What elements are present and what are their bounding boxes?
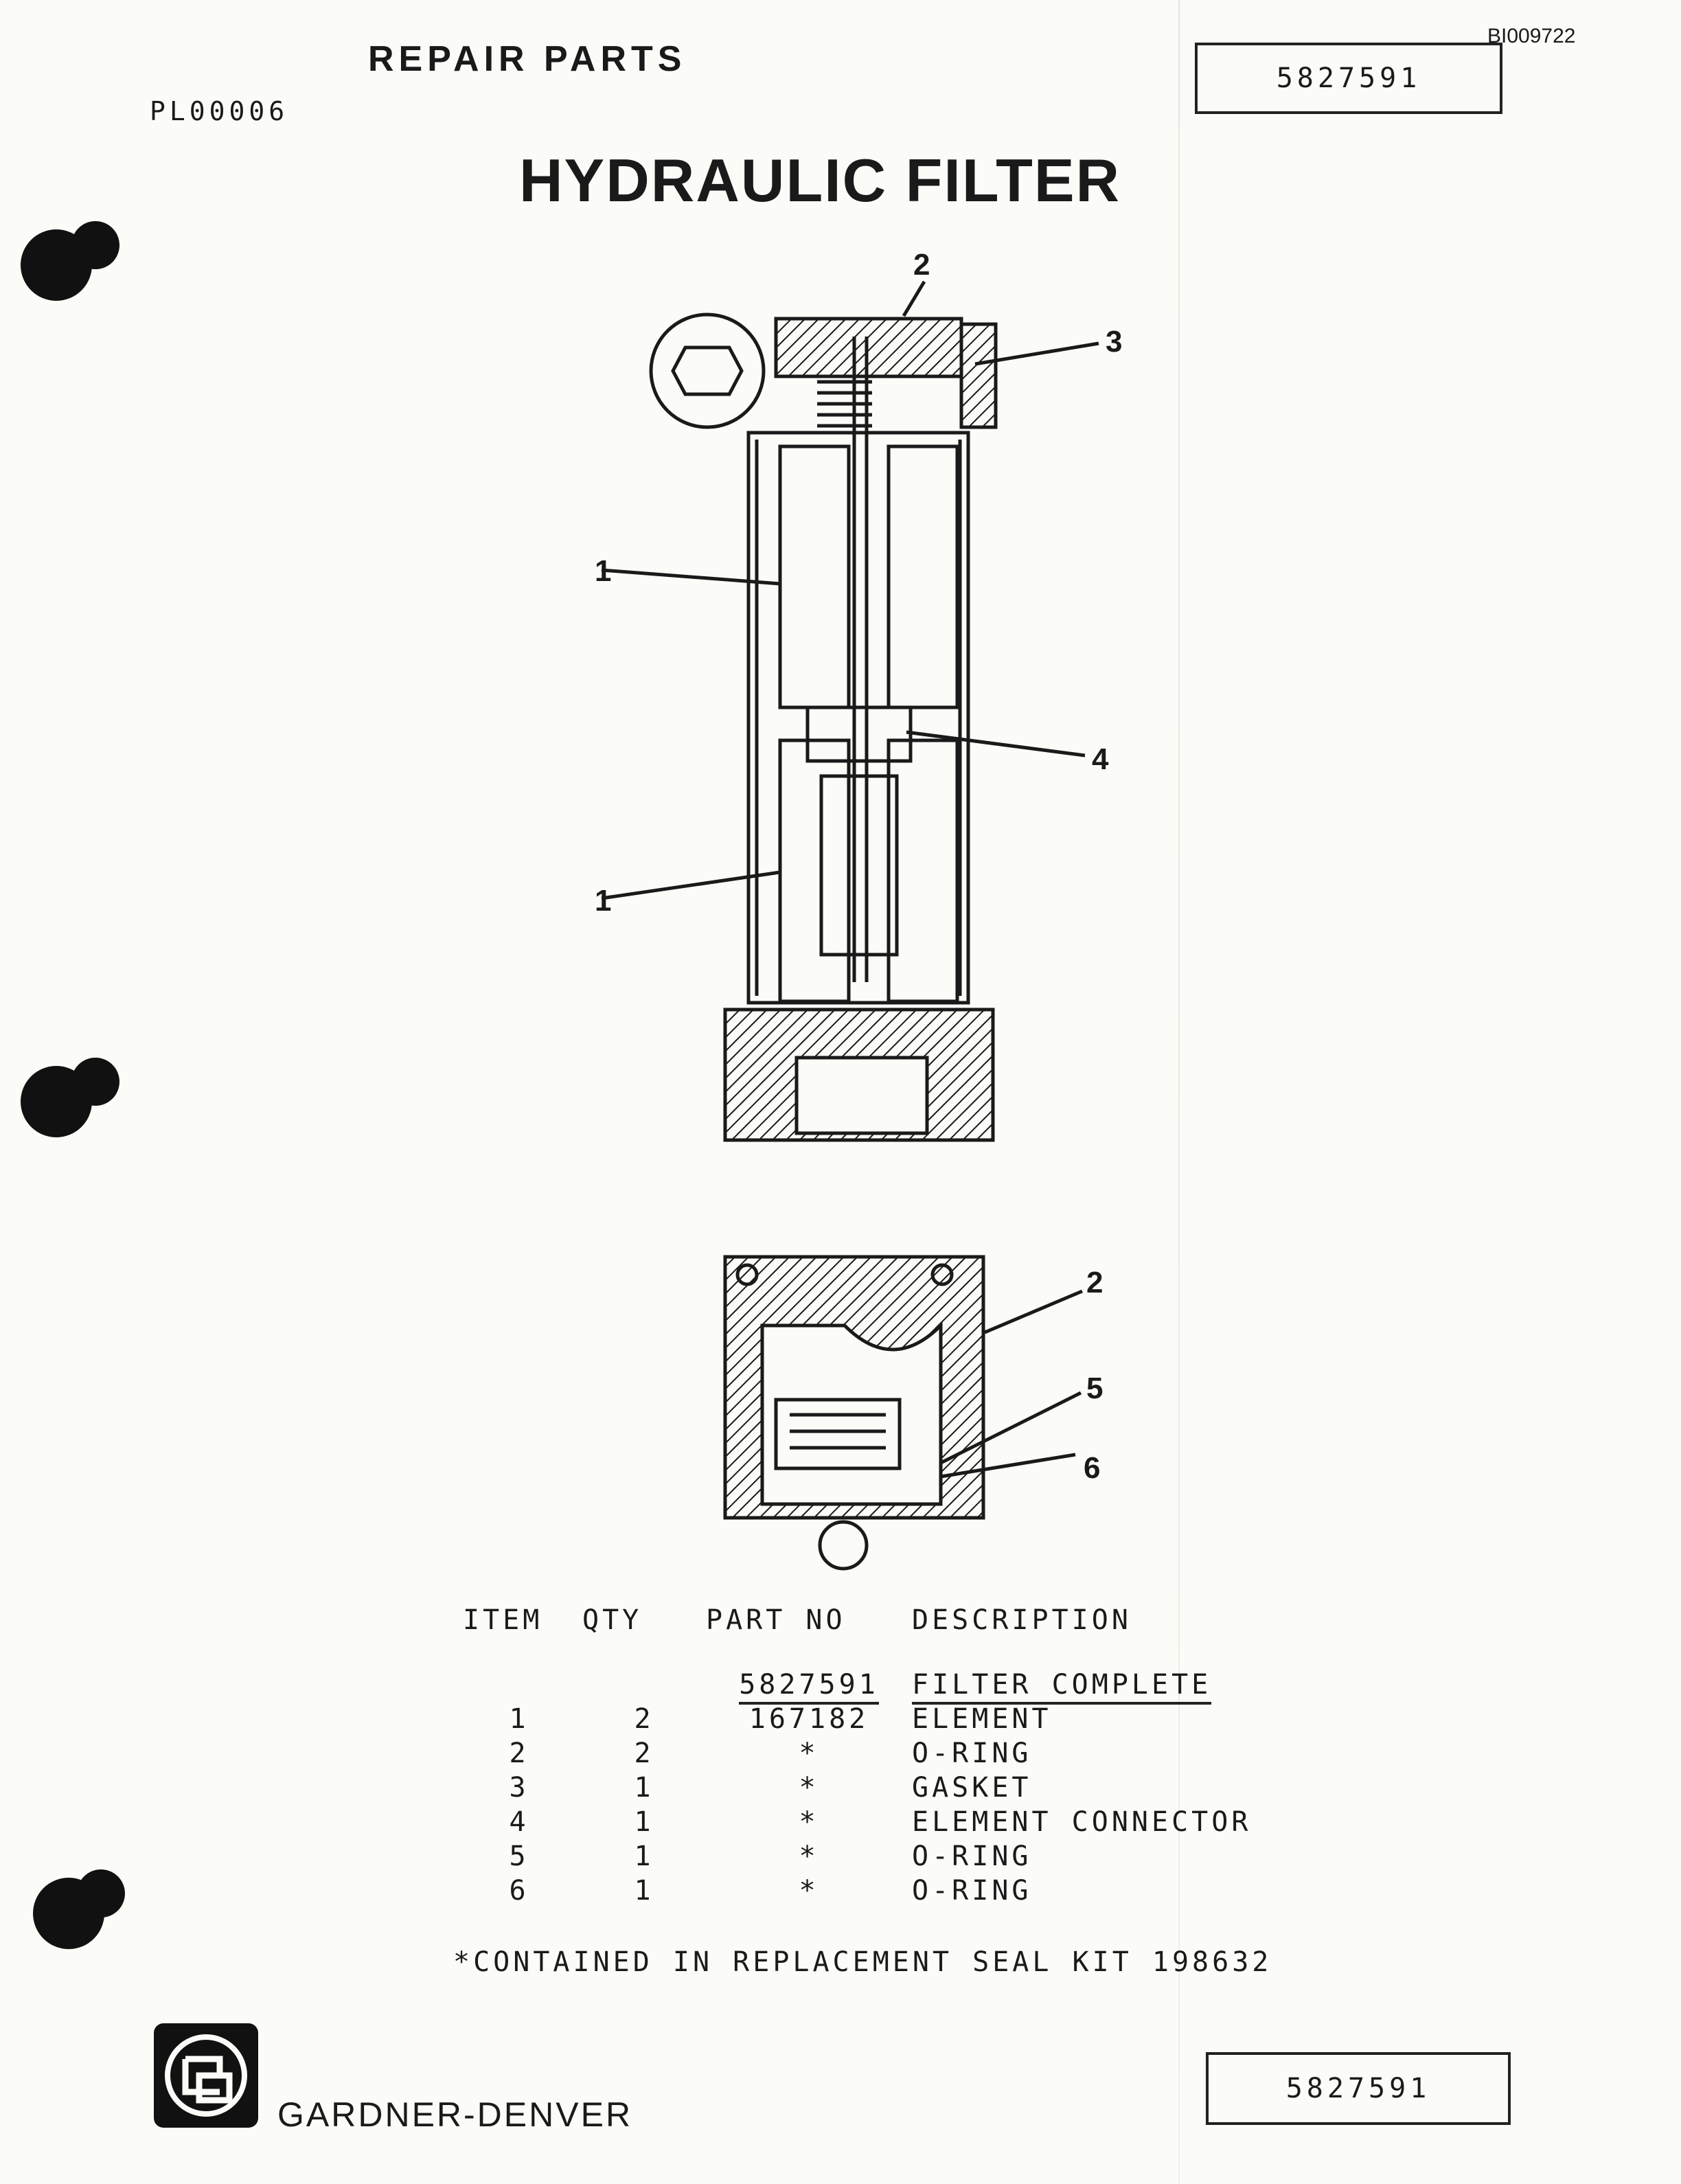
- part-number-box-bottom: 5827591: [1206, 2052, 1511, 2125]
- row-part-no: *: [799, 1806, 819, 1838]
- part-number-box-top: 5827591: [1195, 43, 1502, 114]
- table-row: 2 2 * O-RING: [456, 1736, 1251, 1771]
- row-part-no: *: [799, 1772, 819, 1804]
- assembly-row: 5827591 FILTER COMPLETE: [456, 1668, 1251, 1705]
- table-row: 5 1 * O-RING: [456, 1839, 1251, 1874]
- hex-nut: [671, 345, 744, 396]
- row-description: GASKET: [912, 1772, 1032, 1804]
- assembly-description: FILTER COMPLETE: [912, 1669, 1212, 1705]
- callout-2-valve: 2: [1086, 1266, 1103, 1299]
- row-description: O-RING: [912, 1841, 1032, 1872]
- row-part-no: *: [799, 1738, 819, 1769]
- header-item: ITEM: [463, 1604, 543, 1636]
- callout-1-upper: 1: [595, 554, 611, 588]
- callout-6: 6: [1084, 1451, 1100, 1485]
- parts-table: ITEM QTY PART NO DESCRIPTION 5827591 FIL…: [456, 1595, 1251, 1908]
- row-qty: 1: [634, 1875, 654, 1907]
- callout-3: 3: [1106, 325, 1122, 359]
- outlet-fitting: [818, 1520, 869, 1571]
- table-row: 4 1 * ELEMENT CONNECTOR: [456, 1805, 1251, 1839]
- punch-hole-icon: [77, 1869, 125, 1918]
- row-item: 1: [509, 1703, 529, 1735]
- filter-head: [774, 317, 963, 378]
- row-item: 6: [509, 1875, 529, 1907]
- row-qty: 2: [634, 1703, 654, 1735]
- upper-element-left: [778, 444, 851, 709]
- parts-table-header: ITEM QTY PART NO DESCRIPTION: [456, 1595, 1251, 1668]
- bolt-hole-right: [930, 1263, 954, 1286]
- seal-kit-footnote: *CONTAINED IN REPLACEMENT SEAL KIT 19863…: [453, 1946, 1272, 1978]
- filter-cross-section-diagram: 2 3 1 4 1: [595, 248, 1122, 1142]
- filter-bowl: [746, 431, 970, 1005]
- head-flange: [959, 322, 998, 429]
- row-qty: 1: [634, 1841, 654, 1872]
- row-qty: 2: [634, 1738, 654, 1769]
- brand-name: GARDNER-DENVER: [277, 2095, 633, 2134]
- row-qty: 1: [634, 1772, 654, 1804]
- row-description: O-RING: [912, 1875, 1032, 1907]
- base-valve-bore: [794, 1056, 929, 1135]
- row-item: 3: [509, 1772, 529, 1804]
- header-qty: QTY: [582, 1604, 643, 1636]
- lower-element-right: [887, 738, 959, 1003]
- table-row: 3 1 * GASKET: [456, 1771, 1251, 1805]
- pl-number: PL00006: [150, 96, 289, 126]
- punch-hole-icon: [71, 1058, 119, 1106]
- row-qty: 1: [634, 1806, 654, 1838]
- table-row: 6 1 * O-RING: [456, 1874, 1251, 1908]
- row-item: 2: [509, 1738, 529, 1769]
- relief-spring: [790, 1413, 886, 1450]
- row-part-no: 167182: [748, 1703, 869, 1735]
- row-part-no: *: [799, 1875, 819, 1907]
- part-number-top: 5827591: [1276, 62, 1421, 94]
- header-part-no: PART NO: [706, 1604, 846, 1636]
- bolt-hole-left: [735, 1263, 759, 1286]
- callout-2: 2: [913, 248, 930, 282]
- element-connector: [805, 705, 913, 763]
- row-description: O-RING: [912, 1738, 1032, 1769]
- callout-1-lower: 1: [595, 884, 611, 918]
- page-fold-line: [1178, 0, 1180, 2184]
- row-part-no: *: [799, 1841, 819, 1872]
- relief-spring-housing: [774, 1398, 902, 1470]
- row-item: 5: [509, 1841, 529, 1872]
- repair-parts-header: REPAIR PARTS: [368, 39, 687, 79]
- parts-list: ITEM QTY PART NO DESCRIPTION 5827591 FIL…: [456, 1595, 1349, 1908]
- row-description: ELEMENT: [912, 1703, 1052, 1735]
- row-description: ELEMENT CONNECTOR: [912, 1806, 1252, 1838]
- valve-block-section-diagram: 2 5 6: [723, 1255, 1103, 1571]
- callout-5: 5: [1086, 1372, 1103, 1405]
- bypass-cartridge: [819, 774, 899, 957]
- part-number-bottom: 5827591: [1285, 2073, 1431, 2104]
- gardner-denver-logo-icon: [154, 2023, 258, 2128]
- assembly-part-no: 5827591: [739, 1669, 879, 1705]
- header-description: DESCRIPTION: [912, 1604, 1132, 1636]
- callout-4: 4: [1092, 742, 1109, 776]
- page-title: HYDRAULIC FILTER: [519, 146, 1121, 214]
- lower-element-left: [778, 738, 851, 1003]
- punch-hole-icon: [71, 221, 119, 269]
- mount-boss: [649, 312, 766, 429]
- upper-element-right: [887, 444, 959, 709]
- row-item: 4: [509, 1806, 529, 1838]
- table-row: 1 2 167182 ELEMENT: [456, 1702, 1251, 1736]
- head-spring: [817, 380, 872, 428]
